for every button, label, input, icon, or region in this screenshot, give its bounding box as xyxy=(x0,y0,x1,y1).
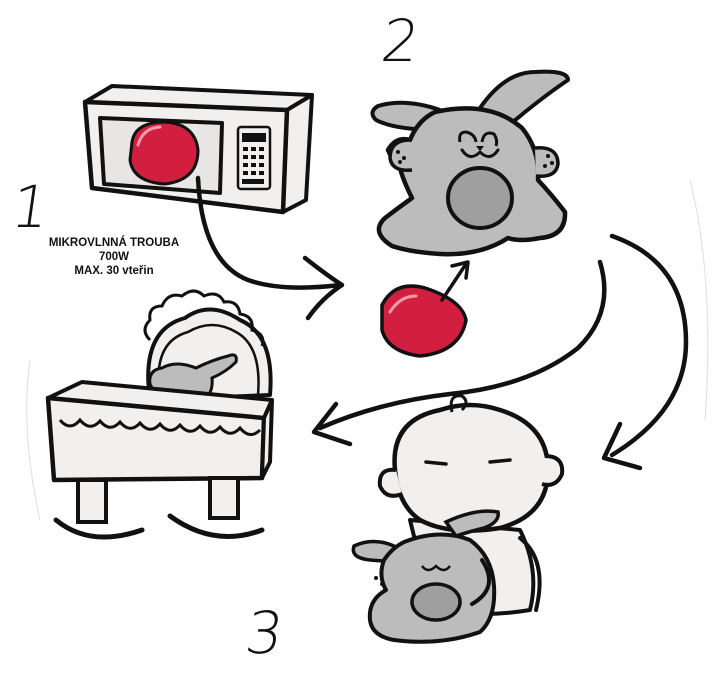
instruction-line-2: 700W xyxy=(98,251,130,263)
instruction-line-3: MAX. 30 vteřin xyxy=(74,265,154,277)
heat-pack-icon xyxy=(380,284,468,358)
instruction-line-1: MIKROVLNNÁ TROUBA xyxy=(48,237,180,249)
arrow-to-baby-icon xyxy=(601,233,689,471)
bunny-plush-icon xyxy=(370,69,570,257)
microwave-instructions: MIKROVLNNÁ TROUBA 700W MAX. 30 vteřin xyxy=(14,236,214,278)
arrow-microwave-to-bunny-icon xyxy=(195,175,345,321)
sticker-edge xyxy=(26,179,709,521)
cradle-icon xyxy=(45,289,274,540)
heat-pack-in-microwave-icon xyxy=(128,120,200,186)
baby-with-bunny-icon xyxy=(351,394,565,644)
arrow-to-cradle-icon xyxy=(311,259,607,447)
arrow-into-bunny-icon xyxy=(440,260,470,302)
